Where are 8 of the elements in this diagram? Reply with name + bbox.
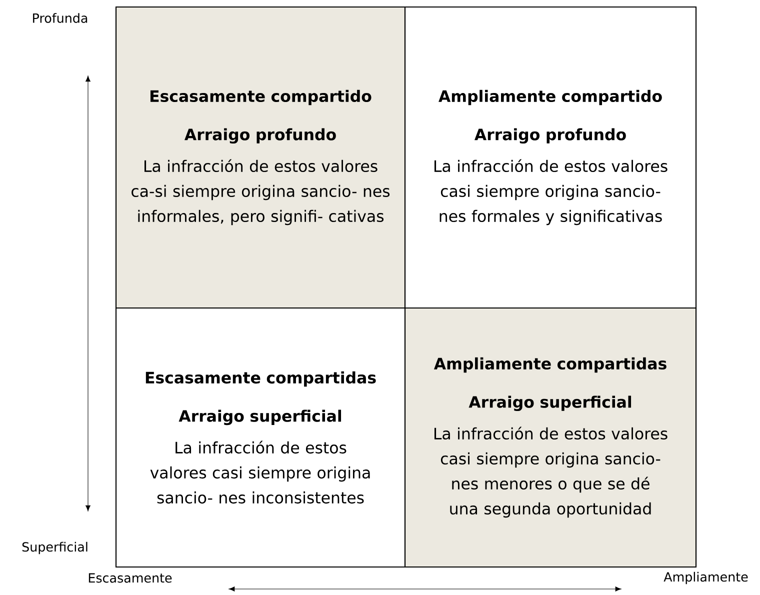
axis-label: Escasamente	[88, 573, 172, 583]
quadrant-box: Escasamente compartidas Arraigo superficial La infracción de estos valores casi siempre origina sancio- nes inconsistentes	[115, 307, 406, 568]
quadrant-box: Ampliamente compartido Arraigo profundo La infracción de estos valores casi siempre origina sancio- nes formales y significativas	[404, 6, 697, 309]
axis-label: Ampliamente	[664, 572, 748, 584]
axis-label: Profunda	[33, 13, 88, 23]
axis-label: Superficial	[22, 542, 88, 554]
quadrant-box: Escasamente compartido Arraigo profundo La infracción de estos valores ca-si siempre origina sancio- nes informales, pero signifi- cativas	[115, 6, 406, 309]
quadrant-box: Ampliamente compartidas Arraigo superficial La infracción de estos valores casi siempre origina sancio- nes menores o que se dé una segunda oportunidad	[404, 307, 697, 568]
